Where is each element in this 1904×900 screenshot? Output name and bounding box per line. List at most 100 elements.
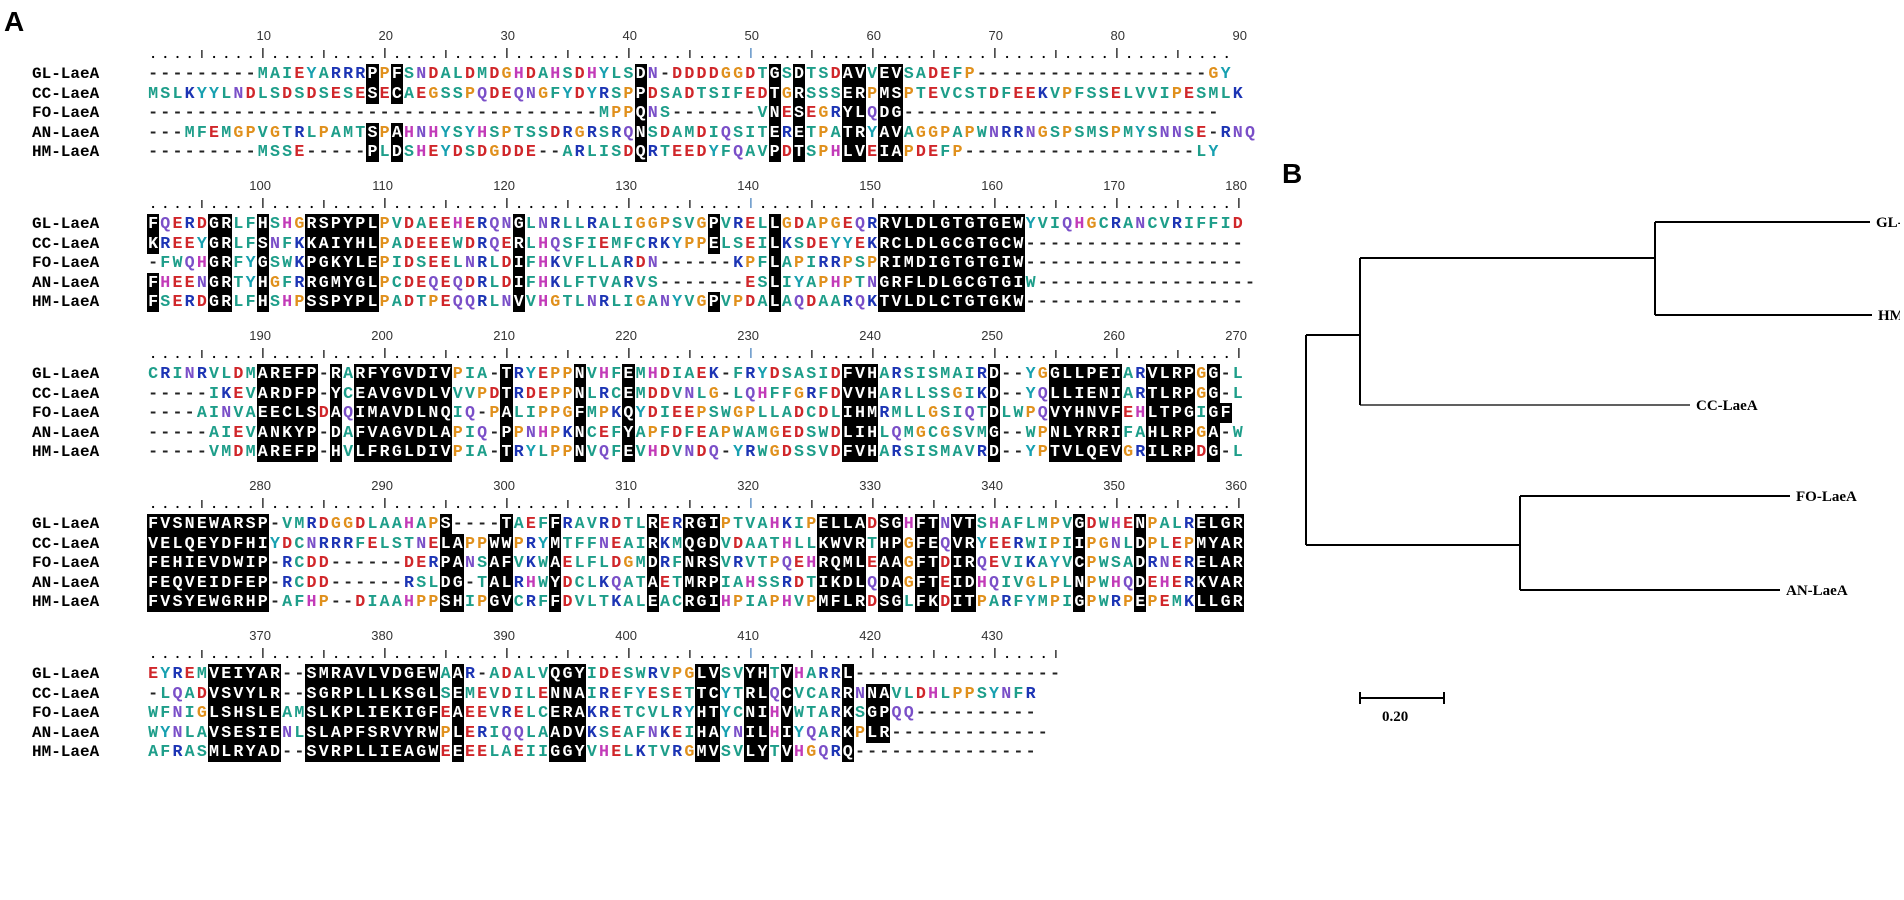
residue: - xyxy=(989,64,1000,83)
residue: V xyxy=(794,592,805,611)
residue: R xyxy=(355,64,366,83)
residue: E xyxy=(440,742,451,761)
residue: - xyxy=(708,103,719,122)
residue: S xyxy=(781,364,792,383)
residue: - xyxy=(245,103,256,122)
residue: W xyxy=(794,703,805,722)
residue: D xyxy=(501,664,512,683)
residue: P xyxy=(720,514,731,533)
residue: R xyxy=(220,214,233,234)
residue: P xyxy=(1182,442,1196,462)
residue: I xyxy=(1220,214,1231,233)
residue: Y xyxy=(160,664,171,683)
sequence-name: FO-LaeA xyxy=(32,254,100,272)
residue: E xyxy=(647,683,658,703)
residue: G xyxy=(866,703,879,723)
residue: G xyxy=(390,383,403,404)
residue: - xyxy=(196,142,207,161)
sequence-name: CC-LaeA xyxy=(32,234,100,253)
residue: I xyxy=(464,422,475,442)
residue: M xyxy=(343,122,354,142)
residue: R xyxy=(477,292,488,311)
residue: A xyxy=(646,572,659,593)
residue: G xyxy=(550,292,561,311)
residue: T xyxy=(975,214,988,234)
residue: L xyxy=(1232,383,1243,403)
residue: L xyxy=(489,272,500,292)
residue: A xyxy=(148,742,159,761)
residue: F xyxy=(818,383,829,403)
residue: - xyxy=(964,103,975,122)
residue: W xyxy=(488,533,501,554)
residue: V xyxy=(745,553,756,572)
residue: R xyxy=(623,272,634,292)
residue: P xyxy=(428,592,439,611)
residue: P xyxy=(379,64,390,83)
residue: A xyxy=(635,422,646,442)
residue: M xyxy=(245,364,256,383)
residue: - xyxy=(1086,253,1097,272)
residue: A xyxy=(879,383,890,403)
residue: V xyxy=(867,64,878,83)
residue: V xyxy=(1135,83,1146,103)
residue: I xyxy=(1000,253,1013,273)
residue: - xyxy=(696,272,707,292)
residue: - xyxy=(1001,383,1012,403)
residue: K xyxy=(390,703,403,723)
residue: D xyxy=(659,122,670,142)
residue: D xyxy=(415,442,428,462)
residue: A xyxy=(745,142,756,161)
residue: R xyxy=(878,253,891,273)
residue: - xyxy=(172,142,183,161)
sequence-name: HM-LaeA xyxy=(32,743,100,761)
residue: A xyxy=(623,572,634,592)
residue: A xyxy=(404,83,415,103)
residue: D xyxy=(477,142,488,161)
residue: Y xyxy=(672,292,683,311)
residue: - xyxy=(1184,233,1195,253)
residue: G xyxy=(830,214,841,233)
residue: - xyxy=(306,103,317,122)
residue: V xyxy=(794,683,805,703)
residue: - xyxy=(964,664,975,683)
residue: E xyxy=(696,364,707,383)
residue: A xyxy=(878,122,891,143)
residue: D xyxy=(733,533,744,553)
residue: L xyxy=(366,292,379,312)
residue: L xyxy=(1061,422,1074,443)
residue: - xyxy=(1220,364,1231,383)
residue: - xyxy=(1013,664,1024,683)
residue: R xyxy=(599,83,610,103)
residue: E xyxy=(549,703,562,723)
residue: C xyxy=(951,233,964,254)
residue: Q xyxy=(1244,122,1255,142)
residue: S xyxy=(707,553,720,573)
residue: - xyxy=(148,442,159,461)
residue: Y xyxy=(976,533,987,553)
residue: V xyxy=(390,403,403,423)
residue: - xyxy=(1171,253,1182,272)
residue: D xyxy=(878,572,891,593)
residue: E xyxy=(148,664,159,683)
residue: P xyxy=(318,122,329,142)
residue: D xyxy=(781,442,792,461)
residue: A xyxy=(501,742,512,761)
residue: P xyxy=(707,572,720,593)
residue: C xyxy=(672,592,683,611)
residue: T xyxy=(854,272,865,292)
residue: P xyxy=(1147,514,1158,533)
residue: A xyxy=(538,64,549,83)
ruler-number: 310 xyxy=(615,478,637,493)
residue: E xyxy=(501,83,512,103)
residue: P xyxy=(305,253,318,273)
residue: P xyxy=(305,442,318,462)
residue: E xyxy=(451,683,464,704)
residue: L xyxy=(256,703,269,723)
residue: H xyxy=(695,722,708,743)
residue: R xyxy=(329,742,342,762)
residue: - xyxy=(1025,292,1036,311)
residue: P xyxy=(1085,364,1098,384)
residue: V xyxy=(391,214,402,233)
residue: P xyxy=(500,422,513,443)
